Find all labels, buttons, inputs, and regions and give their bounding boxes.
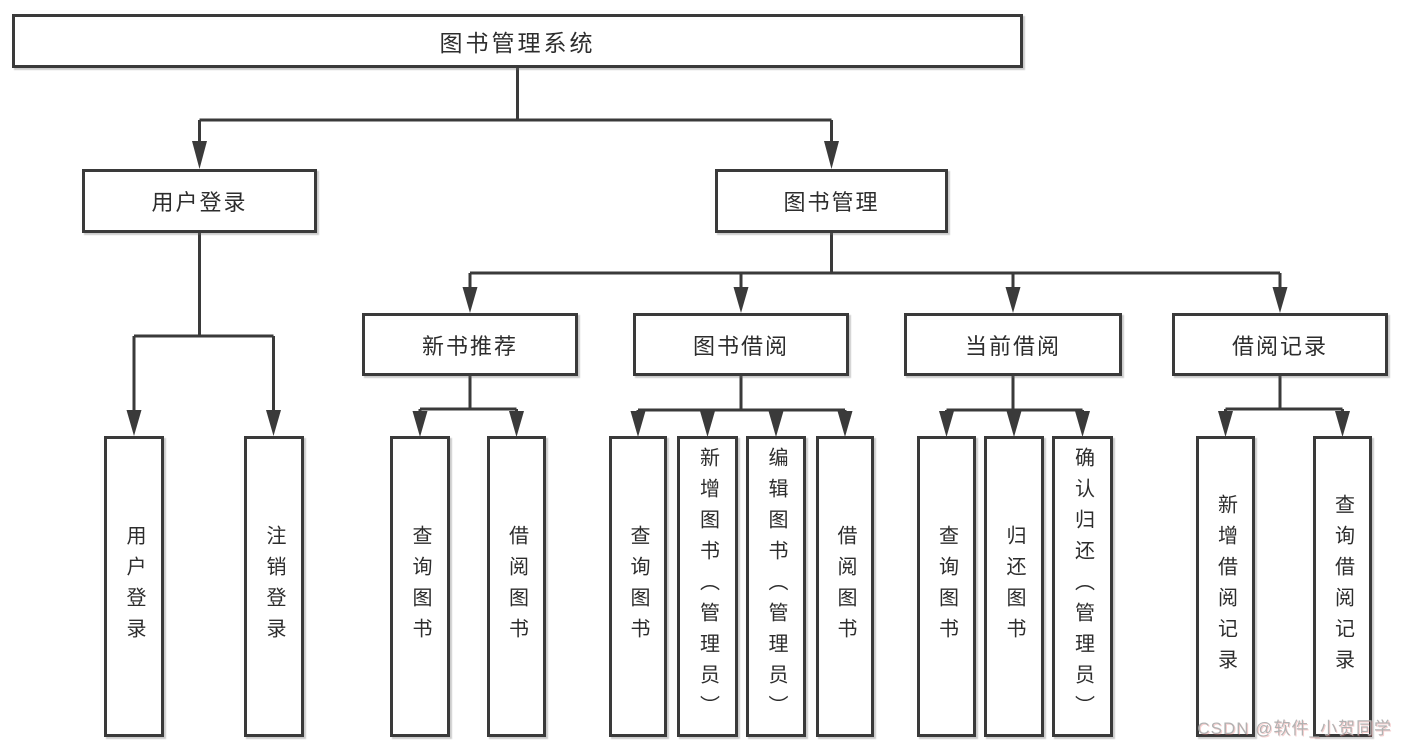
node-current-borrowing-label: 当前借阅: [964, 333, 1061, 359]
leaf-edit-books-admin-label: 编辑图书（管理员）: [765, 447, 787, 726]
leaf-borrow-books-recommend: 借阅图书: [487, 436, 546, 737]
node-library-system: 图书管理系统: [12, 14, 1023, 68]
leaf-query-books-current-label: 查询图书: [935, 524, 958, 649]
leaf-query-books-recommend: 查询图书: [390, 436, 450, 737]
node-book-borrowing-label: 图书借阅: [692, 333, 789, 359]
node-book-management: 图书管理: [715, 169, 948, 233]
leaf-logout: 注销登录: [244, 436, 304, 737]
node-current-borrowing: 当前借阅: [904, 313, 1122, 376]
node-user-login-label: 用户登录: [151, 190, 248, 215]
leaf-query-books-borrow-label: 查询图书: [627, 524, 649, 649]
node-user-login: 用户登录: [82, 169, 317, 233]
leaf-query-books-recommend-label: 查询图书: [409, 524, 431, 649]
leaf-logout-label: 注销登录: [263, 524, 285, 649]
leaf-borrow-books-recommend-label: 借阅图书: [505, 524, 528, 649]
leaf-return-books: 归还图书: [984, 436, 1044, 737]
node-library-system-label: 图书管理系统: [439, 30, 596, 56]
leaf-query-books-current: 查询图书: [917, 436, 976, 737]
leaf-confirm-return-admin-label: 确认归还（管理员）: [1071, 447, 1094, 726]
leaf-query-borrow-record: 查询借阅记录: [1313, 436, 1372, 737]
leaf-add-borrow-record-label: 新增借阅记录: [1214, 493, 1237, 680]
leaf-confirm-return-admin: 确认归还（管理员）: [1052, 436, 1113, 737]
leaf-borrow-books: 借阅图书: [816, 436, 874, 737]
leaf-query-borrow-record-label: 查询借阅记录: [1331, 493, 1354, 680]
node-borrowing-records: 借阅记录: [1172, 313, 1388, 376]
node-new-book-recommend: 新书推荐: [362, 313, 578, 376]
leaf-borrow-books-label: 借阅图书: [834, 524, 856, 649]
leaf-add-books-admin: 新增图书（管理员）: [677, 436, 738, 737]
watermark: CSDN @软件_小贺同学: [1197, 719, 1392, 738]
leaf-edit-books-admin: 编辑图书（管理员）: [746, 436, 806, 737]
node-book-management-label: 图书管理: [783, 190, 880, 215]
leaf-add-borrow-record: 新增借阅记录: [1196, 436, 1255, 737]
leaf-user-login: 用户登录: [104, 436, 164, 737]
leaf-query-books-borrow: 查询图书: [609, 436, 667, 737]
leaf-user-login-label: 用户登录: [123, 524, 145, 649]
node-borrowing-records-label: 借阅记录: [1231, 333, 1328, 359]
leaf-return-books-label: 归还图书: [1003, 524, 1025, 649]
leaf-add-books-admin-label: 新增图书（管理员）: [696, 447, 719, 726]
node-book-borrowing: 图书借阅: [633, 313, 849, 376]
node-new-book-recommend-label: 新书推荐: [421, 333, 518, 359]
